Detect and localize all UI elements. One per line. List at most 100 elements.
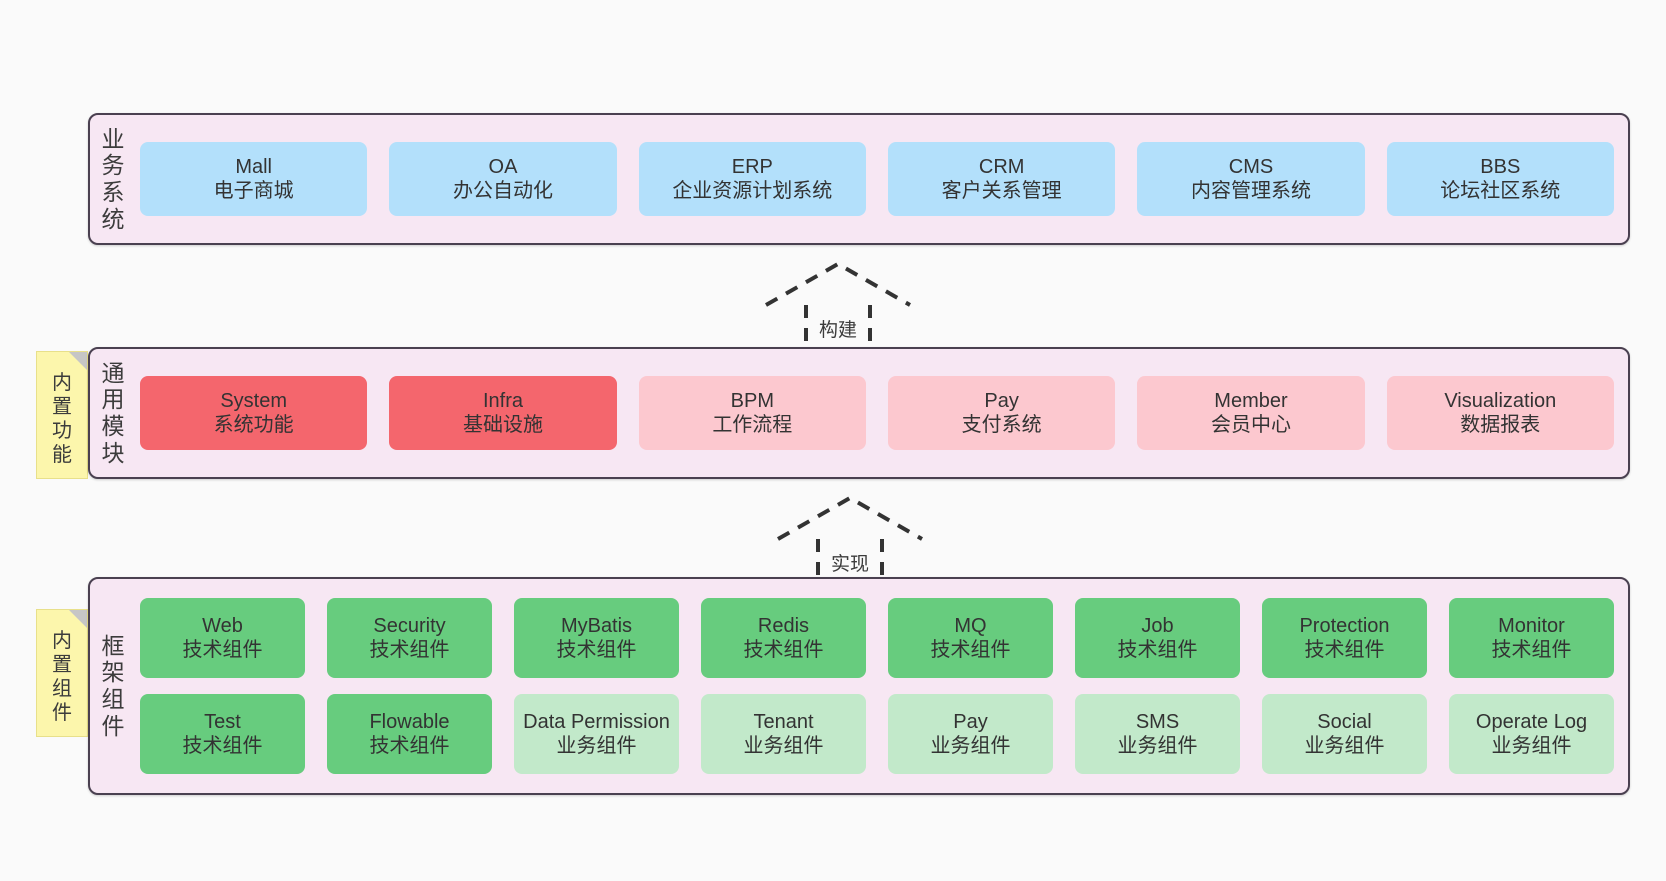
node-name: MyBatis — [560, 614, 633, 637]
arrow-head-path — [765, 261, 911, 307]
node-name: Member — [1214, 389, 1288, 412]
common-node-row: System 系统功能 Infra 基础设施 BPM 工作流程 Pay 支付系统… — [140, 376, 1614, 450]
node-name: BBS — [1480, 155, 1521, 178]
node-desc: 办公自动化 — [452, 180, 553, 202]
node-security[interactable]: Security 技术组件 — [327, 598, 492, 678]
node-pay-module[interactable]: Pay 支付系统 — [887, 376, 1116, 450]
node-name: BPM — [730, 389, 774, 412]
node-bbs[interactable]: BBS 论坛社区系统 — [1386, 142, 1614, 216]
framework-business-row: Test 技术组件 Flowable 技术组件 Data Permission … — [140, 694, 1614, 774]
node-desc: 技术组件 — [1304, 639, 1385, 661]
node-desc: 企业资源计划系统 — [672, 180, 833, 202]
layer-title-char: 业 — [101, 125, 125, 152]
node-name: Protection — [1299, 614, 1390, 637]
node-mall[interactable]: Mall 电子商城 — [140, 142, 368, 216]
node-flowable[interactable]: Flowable 技术组件 — [327, 694, 492, 774]
node-monitor[interactable]: Monitor 技术组件 — [1449, 598, 1614, 678]
node-name: System — [220, 389, 287, 412]
node-name: Data Permission — [523, 710, 670, 733]
node-test[interactable]: Test 技术组件 — [140, 694, 305, 774]
node-name: Job — [1141, 614, 1174, 637]
layer-framework-body: Web 技术组件 Security 技术组件 MyBatis 技术组件 Redi… — [136, 579, 1628, 793]
layer-title-char: 系 — [101, 179, 125, 205]
arrow-build: 构建 — [758, 258, 918, 358]
layer-framework-components: 框 架 组 件 Web 技术组件 Security 技术组件 MyBatis 技… — [88, 577, 1630, 795]
node-web[interactable]: Web 技术组件 — [140, 598, 305, 678]
node-crm[interactable]: CRM 客户关系管理 — [887, 142, 1116, 216]
layer-title-char: 组 — [101, 686, 125, 712]
node-desc: 论坛社区系统 — [1440, 180, 1561, 202]
layer-title-char: 架 — [101, 659, 125, 686]
layer-business-title: 业 务 系 统 — [90, 115, 136, 243]
node-tenant[interactable]: Tenant 业务组件 — [701, 694, 866, 774]
note-char: 内 — [52, 372, 72, 394]
node-mq[interactable]: MQ 技术组件 — [888, 598, 1053, 678]
note-builtin-components: 内 置 组 件 — [36, 609, 88, 737]
node-name: Web — [202, 614, 243, 637]
node-name: MQ — [954, 614, 987, 637]
node-desc: 技术组件 — [930, 639, 1011, 661]
node-name: Tenant — [753, 710, 814, 733]
node-protection[interactable]: Protection 技术组件 — [1262, 598, 1427, 678]
layer-business-body: Mall 电子商城 OA 办公自动化 ERP 企业资源计划系统 CRM 客户关系… — [136, 115, 1628, 243]
node-name: Redis — [757, 614, 810, 637]
node-operate-log[interactable]: Operate Log 业务组件 — [1449, 694, 1614, 774]
node-desc: 数据报表 — [1460, 414, 1541, 436]
node-desc: 业务组件 — [556, 735, 637, 757]
node-job[interactable]: Job 技术组件 — [1075, 598, 1240, 678]
node-pay-component[interactable]: Pay 业务组件 — [888, 694, 1053, 774]
node-name: ERP — [731, 155, 773, 178]
node-desc: 内容管理系统 — [1190, 180, 1311, 202]
note-builtin-functions: 内 置 功 能 — [36, 351, 88, 479]
node-name: Pay — [953, 710, 988, 733]
note-char: 功 — [52, 420, 72, 442]
arrow-head-path — [777, 495, 923, 541]
node-name: OA — [488, 155, 518, 178]
node-desc: 支付系统 — [961, 414, 1042, 436]
node-name: Security — [373, 614, 446, 637]
layer-title-char: 块 — [101, 439, 125, 466]
note-char: 置 — [52, 654, 72, 676]
node-desc: 基础设施 — [462, 414, 543, 436]
node-bpm[interactable]: BPM 工作流程 — [638, 376, 866, 450]
note-char: 内 — [52, 630, 72, 652]
arrow-realize-label: 实现 — [830, 554, 869, 575]
node-name: Operate Log — [1475, 710, 1588, 733]
layer-title-char: 务 — [101, 152, 125, 179]
arrow-build-label: 构建 — [818, 320, 857, 341]
layer-title-char: 通 — [101, 359, 125, 386]
layer-title-char: 统 — [101, 205, 125, 232]
note-char: 件 — [52, 702, 72, 724]
node-erp[interactable]: ERP 企业资源计划系统 — [638, 142, 866, 216]
node-desc: 技术组件 — [369, 735, 450, 757]
node-desc: 技术组件 — [1491, 639, 1572, 661]
node-cms[interactable]: CMS 内容管理系统 — [1137, 142, 1365, 216]
node-desc: 业务组件 — [930, 735, 1011, 757]
node-system[interactable]: System 系统功能 — [140, 376, 368, 450]
layer-title-char: 件 — [101, 712, 125, 739]
node-desc: 技术组件 — [1117, 639, 1198, 661]
node-data-permission[interactable]: Data Permission 业务组件 — [514, 694, 679, 774]
layer-common-title: 通 用 模 块 — [90, 349, 136, 477]
note-char: 置 — [52, 396, 72, 418]
node-social[interactable]: Social 业务组件 — [1262, 694, 1427, 774]
node-desc: 业务组件 — [1304, 735, 1385, 757]
node-infra[interactable]: Infra 基础设施 — [389, 376, 617, 450]
node-name: CRM — [978, 155, 1025, 178]
layer-title-char: 模 — [101, 413, 125, 439]
layer-common-body: System 系统功能 Infra 基础设施 BPM 工作流程 Pay 支付系统… — [136, 349, 1628, 477]
node-desc: 技术组件 — [556, 639, 637, 661]
node-oa[interactable]: OA 办公自动化 — [389, 142, 617, 216]
node-mybatis[interactable]: MyBatis 技术组件 — [514, 598, 679, 678]
node-desc: 工作流程 — [712, 414, 793, 436]
node-member[interactable]: Member 会员中心 — [1137, 376, 1365, 450]
node-name: Visualization — [1444, 389, 1557, 412]
node-visualization[interactable]: Visualization 数据报表 — [1386, 376, 1614, 450]
business-node-row: Mall 电子商城 OA 办公自动化 ERP 企业资源计划系统 CRM 客户关系… — [140, 142, 1614, 216]
node-name: Pay — [984, 389, 1019, 412]
node-name: SMS — [1135, 710, 1180, 733]
node-redis[interactable]: Redis 技术组件 — [701, 598, 866, 678]
node-sms[interactable]: SMS 业务组件 — [1075, 694, 1240, 774]
node-desc: 业务组件 — [743, 735, 824, 757]
